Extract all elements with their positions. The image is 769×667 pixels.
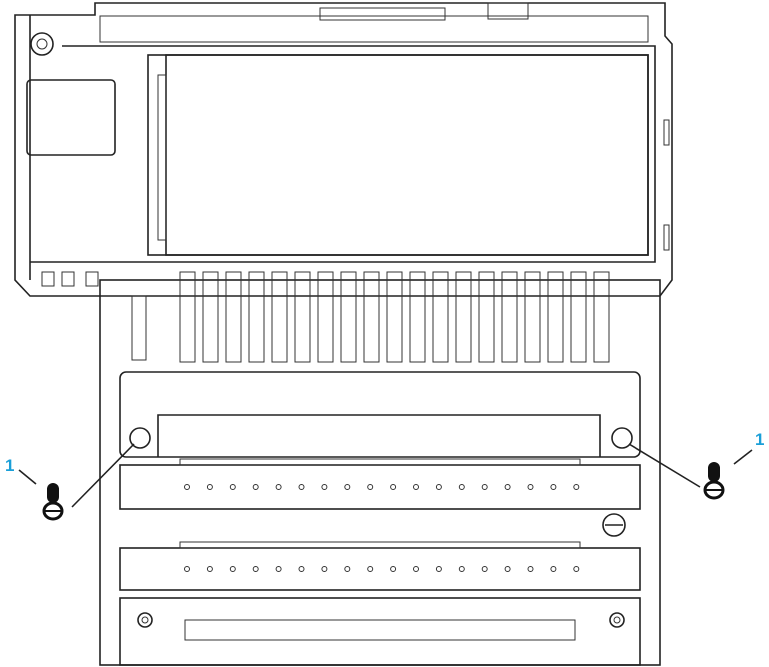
terminal-hole xyxy=(435,566,442,572)
terminal-hole xyxy=(367,484,374,490)
ground-screw-icon xyxy=(30,32,54,56)
terminal-hole xyxy=(321,484,328,490)
label-window xyxy=(147,54,649,256)
terminal-holes xyxy=(184,484,580,572)
terminal-hole xyxy=(413,566,419,572)
left-mount-hole xyxy=(129,427,151,449)
callout-label: 1 xyxy=(755,430,765,449)
terminal-slot xyxy=(386,271,403,363)
terminal-hole xyxy=(573,566,580,572)
terminal-slot xyxy=(455,271,472,363)
terminal-hole xyxy=(344,484,351,490)
terminal-hole xyxy=(184,484,190,490)
terminal-slot xyxy=(271,271,288,363)
left-mounting-screw xyxy=(18,443,135,521)
vent-slot xyxy=(85,271,99,287)
terminal-slot xyxy=(248,271,265,363)
connector-strip xyxy=(319,7,446,21)
terminal-slot xyxy=(179,271,196,363)
terminal-hole xyxy=(504,484,511,490)
terminal-hole xyxy=(481,484,488,490)
terminal-slot xyxy=(593,271,610,363)
terminal-slot xyxy=(547,271,564,363)
right-mounting-screw xyxy=(628,443,753,500)
terminal-slot xyxy=(409,271,426,363)
upper-housing xyxy=(14,2,673,297)
terminal-hole xyxy=(206,566,213,572)
terminal-hole xyxy=(298,566,305,572)
terminal-hole xyxy=(413,484,419,490)
terminal-slot xyxy=(225,271,242,363)
terminal-slot xyxy=(524,271,541,363)
terminal-slot xyxy=(432,271,449,363)
terminal-slot xyxy=(363,271,380,363)
terminal-slot xyxy=(501,271,518,363)
terminal-hole xyxy=(390,566,397,572)
terminal-hole xyxy=(390,484,397,490)
right-mount-hole xyxy=(611,427,633,449)
terminal-slot xyxy=(570,271,587,363)
terminal-hole xyxy=(527,566,534,572)
terminal-hole xyxy=(481,566,488,572)
terminal-slot xyxy=(340,271,357,363)
terminal-hole xyxy=(458,484,465,490)
terminal-hole xyxy=(527,484,534,490)
terminal-row-upper xyxy=(119,464,641,510)
terminal-hole xyxy=(252,484,259,490)
terminal-hole xyxy=(573,484,580,490)
terminal-row-lower xyxy=(119,547,641,591)
terminal-hole xyxy=(229,566,236,572)
terminal-hole xyxy=(458,566,465,572)
vent-slot xyxy=(41,271,55,287)
terminal-hole xyxy=(550,484,557,490)
terminal-hole xyxy=(229,484,236,490)
terminal-slots xyxy=(41,271,610,363)
coding-screw-icon xyxy=(602,513,626,537)
status-display xyxy=(26,79,116,156)
terminal-hole xyxy=(550,566,557,572)
terminal-hole xyxy=(184,566,190,572)
terminal-hole xyxy=(367,566,374,572)
terminal-hole xyxy=(252,566,259,572)
terminal-hole xyxy=(275,566,282,572)
terminal-hole xyxy=(206,484,213,490)
terminal-hole xyxy=(321,566,328,572)
terminal-hole xyxy=(275,484,282,490)
terminal-hole xyxy=(344,566,351,572)
terminal-hole xyxy=(504,566,511,572)
terminal-slot xyxy=(294,271,311,363)
vent-slot xyxy=(61,271,75,287)
terminal-base xyxy=(99,279,661,666)
terminal-hole xyxy=(435,484,442,490)
terminal-slot xyxy=(202,271,219,363)
callout-label: 1 xyxy=(5,456,15,475)
terminal-hole xyxy=(298,484,305,490)
terminal-slot xyxy=(317,271,334,363)
terminal-slot xyxy=(478,271,495,363)
